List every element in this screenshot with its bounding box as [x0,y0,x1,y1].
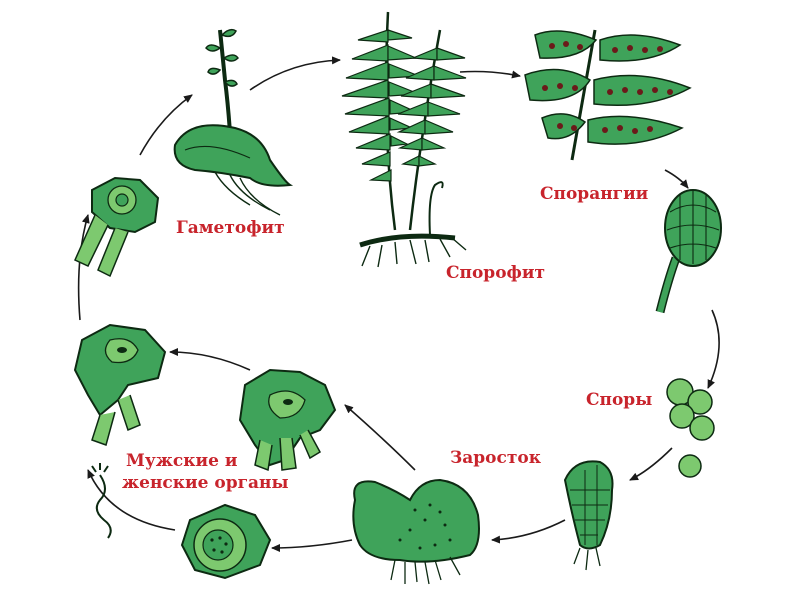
arrow-gametophyte-to-sporophyte [250,60,340,90]
arrow-sporophyte-to-sporangia [460,72,520,77]
arrow-prothallus-to-upper-cells [345,405,415,470]
arrow-spores-to-prothallus [630,448,672,480]
archegonium-center-illustration [240,370,335,470]
label-sporophyte: Спорофит [446,263,545,284]
prothallus-illustration [565,461,613,570]
heart-prothallus-illustration [353,480,479,584]
spores-illustration [667,379,714,477]
gametophyte-illustration [175,30,290,215]
label-sporangia: Спорангии [540,184,648,205]
sporangium-illustration [660,190,721,312]
arrow-cells-to-left-cells [170,352,250,370]
arrow-sporangia-to-sporangium [665,170,688,188]
label-gametophyte: Гаметофит [176,218,285,239]
label-prothallus: Заросток [450,448,541,469]
archegonium-left-illustration [75,325,165,445]
spermatozoid-illustration [92,463,111,538]
label-organs-line1: Мужские и [126,451,237,472]
arrow-adult-to-organ [272,540,352,548]
antheridium-illustration [182,505,270,578]
archegonium-embryo-illustration [75,178,158,276]
arrow-prothallus-to-adult [492,520,565,540]
arrow-sporangium-to-spores [708,310,719,388]
sporangia-illustration [525,30,690,160]
sporophyte-illustration [342,12,466,267]
label-organs-line2: женские органы [122,473,289,494]
label-spores: Споры [586,390,652,411]
arrow-upward-left [79,215,88,320]
